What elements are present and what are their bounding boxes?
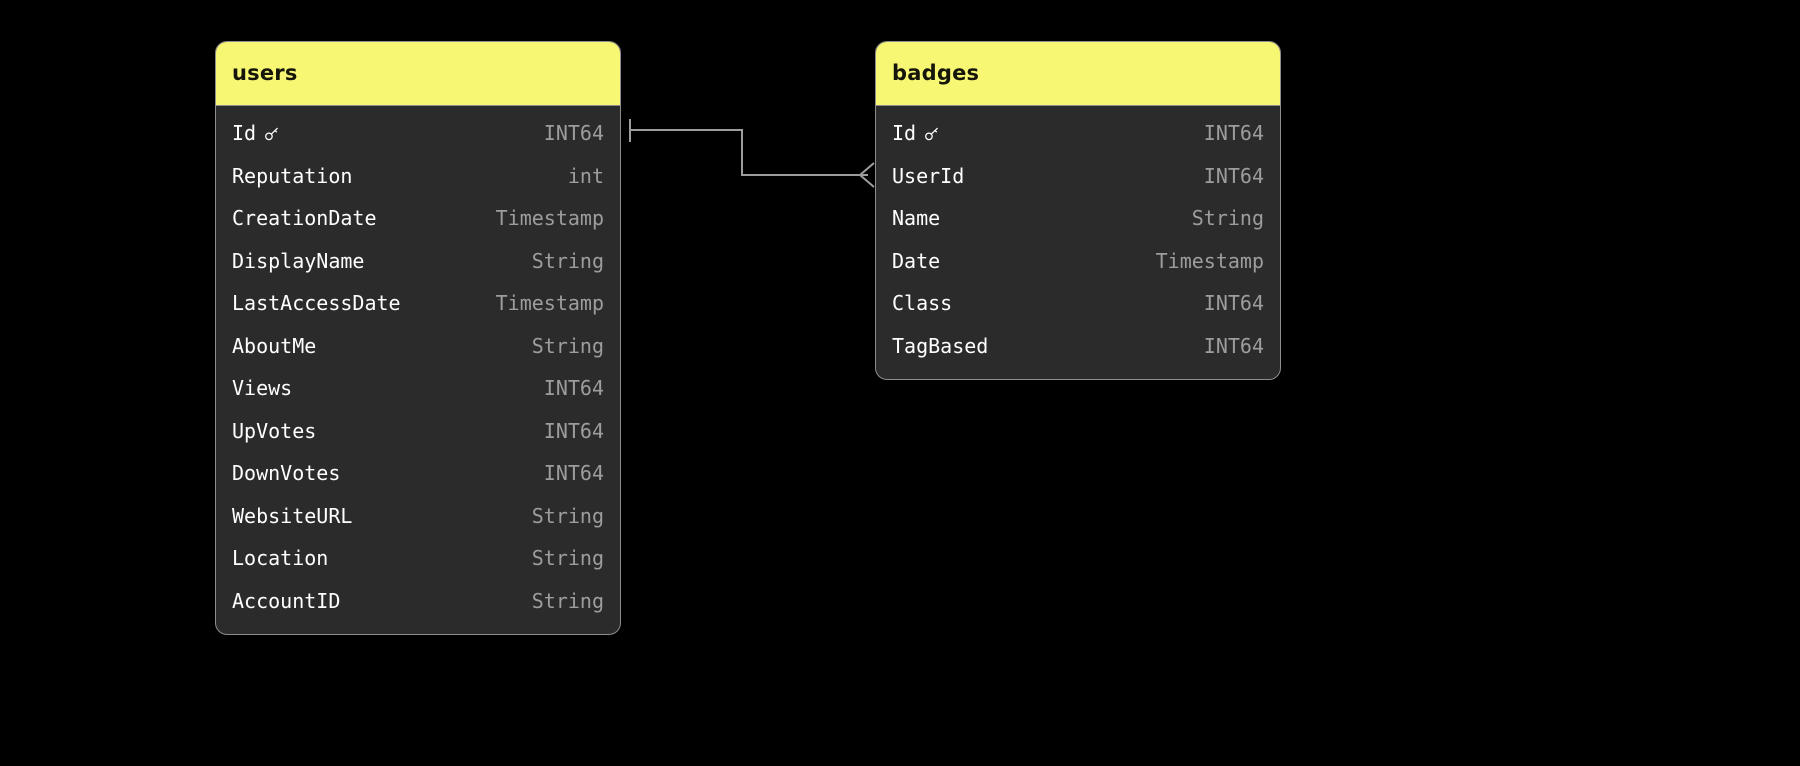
field-name: UpVotes — [232, 418, 317, 443]
field-name: DownVotes — [232, 461, 341, 486]
field-type: INT64 — [543, 121, 604, 146]
field-row[interactable]: Name String — [876, 197, 1280, 240]
field-label: Id — [892, 121, 917, 146]
field-type: Timestamp — [1155, 248, 1264, 273]
entity-fields-badges: Id INT64 UserId INT64 Name S — [876, 106, 1280, 379]
field-row[interactable]: TagBased INT64 — [876, 325, 1280, 368]
entity-card-users[interactable]: users Id INT64 Reputation i — [215, 41, 621, 635]
field-type: int — [567, 163, 604, 188]
field-name: Views — [232, 376, 293, 401]
field-name: Name — [892, 206, 941, 231]
field-type: String — [531, 588, 604, 613]
field-name: TagBased — [892, 333, 989, 358]
entity-card-badges[interactable]: badges Id INT64 UserId INT6 — [875, 41, 1281, 380]
field-type: INT64 — [543, 376, 604, 401]
field-name: AccountID — [232, 588, 341, 613]
field-type: INT64 — [1203, 291, 1264, 316]
field-name: Date — [892, 248, 941, 273]
field-type: INT64 — [1203, 333, 1264, 358]
field-row[interactable]: WebsiteURL String — [216, 495, 620, 538]
field-type: String — [531, 248, 604, 273]
field-name: AboutMe — [232, 333, 317, 358]
field-type: INT64 — [543, 418, 604, 443]
field-type: INT64 — [1203, 121, 1264, 146]
field-name: LastAccessDate — [232, 291, 401, 316]
field-name: Id — [892, 121, 941, 145]
field-row[interactable]: UpVotes INT64 — [216, 410, 620, 453]
field-type: String — [531, 503, 604, 528]
key-icon — [923, 125, 941, 143]
field-row[interactable]: CreationDate Timestamp — [216, 197, 620, 240]
field-name: Reputation — [232, 163, 353, 188]
field-row[interactable]: UserId INT64 — [876, 155, 1280, 198]
field-type: Timestamp — [495, 291, 604, 316]
entity-title-badges: badges — [876, 42, 1280, 106]
field-name: Id — [232, 121, 281, 145]
field-name: UserId — [892, 163, 965, 188]
field-row[interactable]: Reputation int — [216, 155, 620, 198]
field-row[interactable]: Date Timestamp — [876, 240, 1280, 283]
field-row[interactable]: Location String — [216, 537, 620, 580]
field-row[interactable]: Class INT64 — [876, 282, 1280, 325]
field-name: DisplayName — [232, 248, 365, 273]
entity-title-users: users — [216, 42, 620, 106]
field-type: INT64 — [543, 461, 604, 486]
field-type: String — [1191, 206, 1264, 231]
field-row[interactable]: DownVotes INT64 — [216, 452, 620, 495]
field-type: Timestamp — [495, 206, 604, 231]
field-row[interactable]: LastAccessDate Timestamp — [216, 282, 620, 325]
relationship-users-badges — [629, 119, 875, 188]
field-type: String — [531, 333, 604, 358]
cardinality-many-marker — [858, 162, 875, 188]
relationship-line — [630, 129, 868, 176]
entity-fields-users: Id INT64 Reputation int CreationDate — [216, 106, 620, 634]
field-name: WebsiteURL — [232, 503, 353, 528]
field-row[interactable]: Views INT64 — [216, 367, 620, 410]
field-type: INT64 — [1203, 163, 1264, 188]
field-row[interactable]: AccountID String — [216, 580, 620, 623]
field-name: Class — [892, 291, 953, 316]
field-name: CreationDate — [232, 206, 377, 231]
field-row[interactable]: Id INT64 — [876, 112, 1280, 155]
field-type: String — [531, 546, 604, 571]
field-row[interactable]: Id INT64 — [216, 112, 620, 155]
field-row[interactable]: AboutMe String — [216, 325, 620, 368]
field-name: Location — [232, 546, 329, 571]
key-icon — [263, 125, 281, 143]
field-row[interactable]: DisplayName String — [216, 240, 620, 283]
field-label: Id — [232, 121, 257, 146]
